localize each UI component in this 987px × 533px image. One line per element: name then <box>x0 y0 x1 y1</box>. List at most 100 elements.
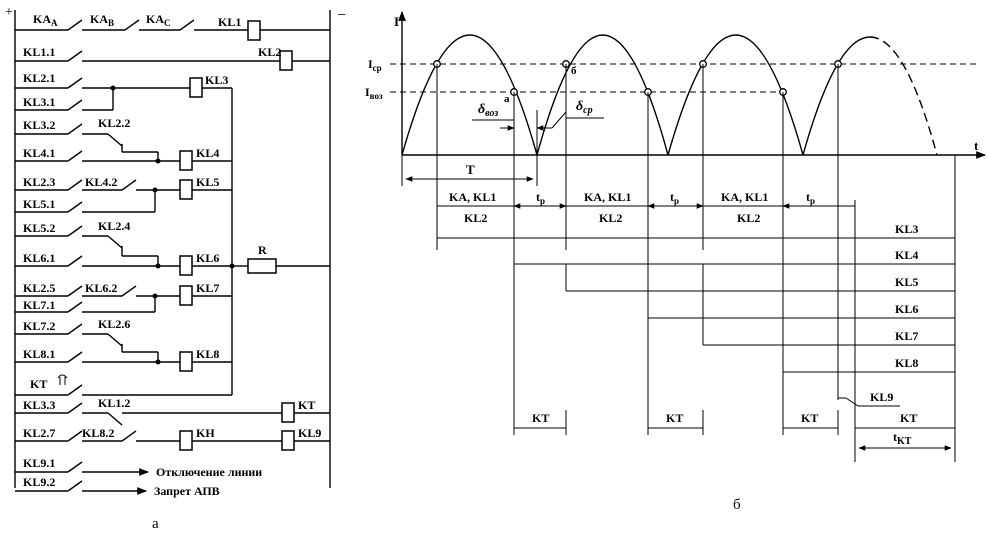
contact-kl8-2: KL8.2 <box>82 426 114 440</box>
row-kl7: KL2.5 KL6.2 KL7.1 KL7 <box>15 281 232 313</box>
i-sr-label: Iср <box>368 57 382 73</box>
bar-label-kl3: KL3 <box>895 222 918 236</box>
point-a: а <box>504 93 510 105</box>
coil-kl7 <box>179 285 193 306</box>
contact-kl3-2: KL3.2 <box>23 118 55 132</box>
row-kl8: KL7.2 KL2.6 KL8.1 KL8 <box>15 317 232 372</box>
kt-label-1: KT <box>532 411 549 425</box>
i-voz-label: Iвоз <box>365 85 383 101</box>
coil-kl8-label: KL8 <box>196 347 219 361</box>
bar-label-kl4: KL4 <box>895 248 918 262</box>
output-trip: KL9.1 Отключение линии <box>15 456 262 479</box>
contact-kl5-2: KL5.2 <box>23 221 55 235</box>
kt-label-3: KT <box>801 411 818 425</box>
bar-label-kl5: KL5 <box>895 275 918 289</box>
kl9-label: KL9 <box>870 390 893 404</box>
contact-kl9-1: KL9.1 <box>23 456 55 470</box>
bar-label-kl6: KL6 <box>895 302 918 316</box>
row-kt-contact: KT <box>15 374 232 396</box>
row-kl4: KL3.2 KL2.2 KL4.1 KL4 <box>15 116 232 171</box>
contact-kl3-3: KL3.3 <box>23 398 55 412</box>
coil-kl9 <box>281 430 295 451</box>
contact-kl2-5: KL2.5 <box>23 281 55 295</box>
coil-kl7-label: KL7 <box>196 281 219 295</box>
row-ka-kl1: KAA KAB KAC KL1 <box>15 12 330 41</box>
contact-kl2-3: KL2.3 <box>23 175 55 189</box>
coil-kl9-label: KL9 <box>298 426 321 440</box>
period-label: T <box>466 162 475 177</box>
contact-kl2-4: KL2.4 <box>98 219 130 233</box>
timing-diagram: I t Iср Iвоз а б δвоз δср <box>365 11 986 513</box>
subfigure-label-a: а <box>152 516 159 532</box>
x-axis-label: t <box>974 138 979 153</box>
row-kt-coil: KL3.3 KL1.2 KT <box>15 396 330 426</box>
tp-2: tр <box>670 190 679 206</box>
half-wave-3 <box>667 34 804 156</box>
output-block-text: Запрет АПВ <box>154 484 220 498</box>
coil-kl6-label: KL6 <box>196 251 219 265</box>
contact-kl7-2: KL7.2 <box>23 319 55 333</box>
half-wave-2 <box>536 34 669 156</box>
row-kl6: KL5.2 KL2.4 KL6.1 KL6 <box>15 219 235 276</box>
row-kl2: KL1.1 KL2 <box>15 45 330 71</box>
tp-1: tр <box>536 190 545 206</box>
coil-kl6 <box>179 255 193 276</box>
contact-kl8-1: KL8.1 <box>23 347 55 361</box>
contact-kl2-7: KL2.7 <box>23 426 55 440</box>
row-kl5: KL2.3 KL4.2 KL5.1 KL5 <box>15 175 232 213</box>
output-block-reclose: KL9.2 Запрет АПВ <box>15 475 220 498</box>
contact-kl2-6: KL2.6 <box>98 317 130 331</box>
coil-kh-label: KH <box>196 426 215 440</box>
contact-kl7-1: KL7.1 <box>23 298 55 312</box>
contact-kl4-2: KL4.2 <box>85 175 117 189</box>
coil-kt <box>281 402 295 423</box>
half-wave-4 <box>802 36 871 156</box>
coil-kl2-label: KL2 <box>258 45 281 59</box>
pulse-bottom-3: KL2 <box>737 211 760 225</box>
contact-kl6-1: KL6.1 <box>23 251 55 265</box>
contact-kl2-1: KL2.1 <box>23 71 55 85</box>
schematic-diagram: + − KAA KAB KAC KL1 KL1.1 <box>5 5 346 532</box>
coil-kh <box>179 430 193 451</box>
contact-ka-c: KAC <box>146 12 171 28</box>
half-wave-4-dashed <box>869 36 938 156</box>
row-kl3: KL2.1 KL3.1 KL3 <box>15 71 232 111</box>
pulse-bottom-2: KL2 <box>599 211 622 225</box>
coil-kl1 <box>247 20 261 41</box>
y-axis-label: I <box>394 14 399 29</box>
pulse-top-2: KA, KL1 <box>584 190 631 204</box>
minus-sign: − <box>337 7 346 24</box>
point-b: б <box>571 65 577 77</box>
tp-3: tр <box>806 190 815 206</box>
plus-sign: + <box>5 5 13 20</box>
contact-ka-a: KAA <box>33 12 58 28</box>
coil-kl5 <box>179 179 193 200</box>
contact-kl1-1: KL1.1 <box>23 45 55 59</box>
relay-bars: KL3 KL4 KL5 KL6 KL7 KL8 <box>437 155 956 462</box>
output-trip-text: Отключение линии <box>156 465 262 479</box>
coil-kt-label: KT <box>298 398 315 412</box>
contact-kl4-1: KL4.1 <box>23 146 55 160</box>
subfigure-label-b: б <box>733 497 741 513</box>
contact-kl6-2: KL6.2 <box>85 281 117 295</box>
coil-kl3-label: KL3 <box>205 73 228 87</box>
resistor-r <box>247 258 277 274</box>
coil-kl2 <box>279 50 293 71</box>
coil-kl4-label: KL4 <box>196 146 219 160</box>
row-kh-kl9: KL2.7 KL8.2 KH KL9 <box>15 426 330 451</box>
contact-kl9-2: KL9.2 <box>23 475 55 489</box>
pulse-top-1: KA, KL1 <box>449 190 496 204</box>
bar-label-kl7: KL7 <box>895 329 918 343</box>
resistor-label: R <box>258 243 267 257</box>
contact-kl2-2: KL2.2 <box>98 116 130 130</box>
delta-sr: δср <box>576 99 593 116</box>
kt-pulses: KT KT KT KT KL9 tKT <box>514 206 955 462</box>
pulse-bottom-1: KL2 <box>464 211 487 225</box>
contact-kl5-1: KL5.1 <box>23 197 55 211</box>
pulse-top-3: KA, KL1 <box>721 190 768 204</box>
half-wave-1 <box>401 34 538 156</box>
coil-kl4 <box>179 150 193 171</box>
contact-kl3-1: KL3.1 <box>23 95 55 109</box>
